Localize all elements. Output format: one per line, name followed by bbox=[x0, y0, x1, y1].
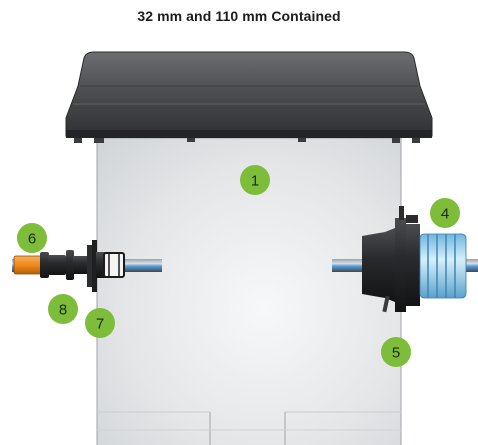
callout-8: 8 bbox=[48, 294, 78, 324]
left-pipe-assembly bbox=[12, 240, 162, 292]
callout-5-label: 5 bbox=[392, 345, 400, 362]
callout-1-label: 1 bbox=[251, 173, 259, 190]
callout-6: 6 bbox=[17, 223, 47, 253]
callout-4-label: 4 bbox=[441, 206, 449, 223]
callout-6-label: 6 bbox=[28, 231, 36, 248]
callout-7-label: 7 bbox=[96, 316, 104, 333]
callout-1: 1 bbox=[240, 165, 270, 195]
diagram-title: 32 mm and 110 mm Contained bbox=[137, 8, 341, 24]
callout-7: 7 bbox=[85, 308, 115, 338]
right-pipe-assembly bbox=[332, 206, 478, 313]
callout-4: 4 bbox=[430, 198, 460, 228]
chamber-lid bbox=[65, 51, 433, 143]
callout-8-label: 8 bbox=[59, 302, 67, 319]
callout-5: 5 bbox=[381, 337, 411, 367]
